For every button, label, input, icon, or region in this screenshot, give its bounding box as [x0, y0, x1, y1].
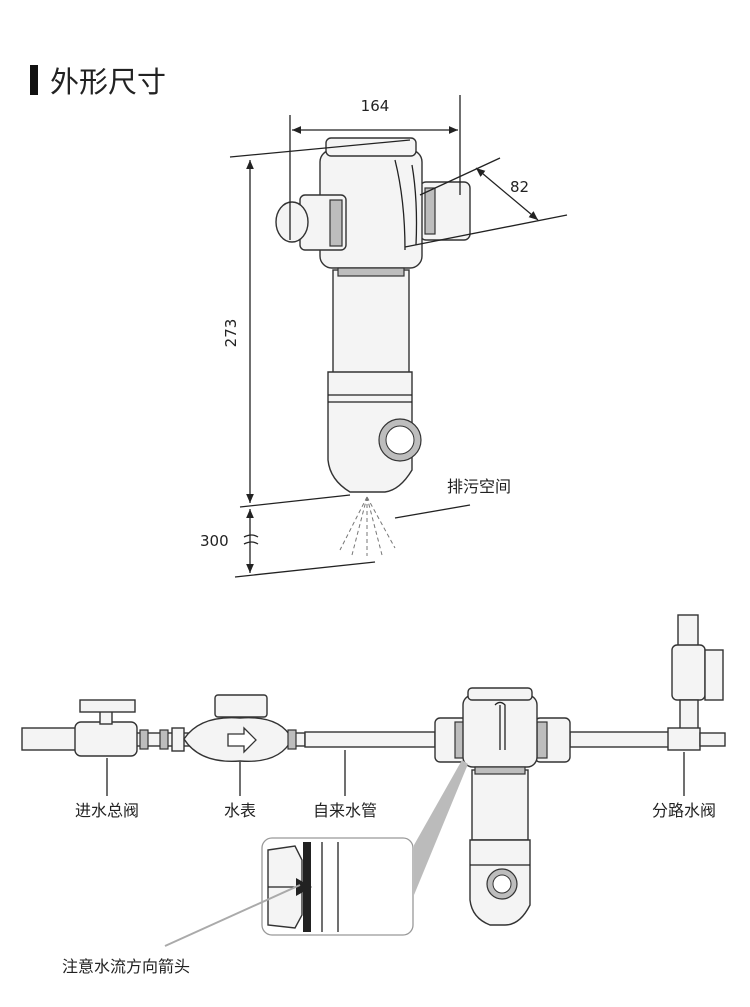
installation-diagram: [21, 614, 726, 947]
flow-arrow-note: 注意水流方向箭头: [62, 957, 190, 976]
branch-valve-icon: [667, 614, 726, 751]
tap-pipe-label: 自来水管: [313, 801, 377, 820]
width-dimension-label: 164: [361, 97, 390, 115]
main-valve-label: 进水总阀: [75, 801, 139, 820]
page-title: 外形尺寸: [50, 65, 166, 99]
branch-valve-label: 分路水阀: [652, 801, 716, 820]
flow-arrow-inset: [261, 837, 414, 936]
drain-space-dimension-label: 300: [200, 532, 229, 550]
drain-spray-icon: [339, 496, 396, 556]
main-valve-icon: [74, 699, 169, 757]
title-bar-icon: [30, 65, 38, 95]
zoom-wedge: [414, 760, 468, 895]
water-meter-label: 水表: [224, 801, 256, 820]
height-dimension-label: 273: [222, 319, 240, 348]
filter-unit-icon: [434, 687, 571, 926]
filter-dimension-drawing: [275, 137, 471, 493]
depth-dimension-label: 82: [510, 178, 529, 196]
drain-space-caption: 排污空间: [447, 477, 511, 496]
dimension-lines: [229, 95, 568, 578]
water-meter-icon: [171, 694, 297, 763]
